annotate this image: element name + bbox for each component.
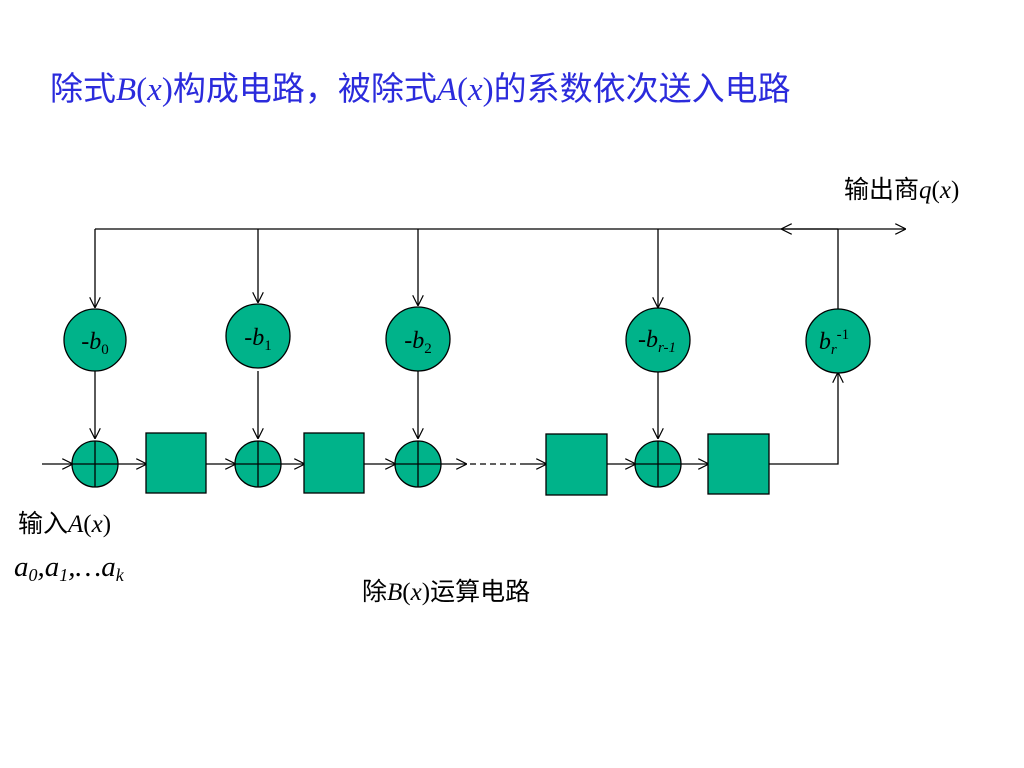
coeff-ak-sub: k [115,565,124,586]
output-label-var: x [939,177,951,204]
coefficient-sequence: a0,a1,…ak [14,551,124,586]
input-label-text: 输入 [18,511,69,538]
coeff-dots: ,… [68,551,102,583]
multiplier-b2 [385,306,451,372]
input-label-poly: A [68,511,84,538]
input-dividend-label: 输入A(x) [18,511,112,538]
title-text-2: 构成电路，被除式 [172,72,437,108]
title-text-3: 的系数依次送入电路 [493,72,791,108]
multiplier-br-inverse-label: br-1 [819,327,849,358]
coeff-ak: a [101,551,116,583]
output-label-poly: q [919,177,932,204]
multiplier-b2-label: -b2 [404,328,432,357]
multiplier-b0 [63,308,127,372]
coeff-a1-sub: 1 [59,565,69,586]
multiplier-b0-label: -b0 [81,329,109,358]
title-poly-b: B [116,72,137,108]
shift-register-0 [145,432,207,494]
title-var-x-2: x [468,72,483,108]
circuit-caption: 除B(x)运算电路 [362,579,531,606]
adder-3 [634,440,682,488]
coeff-a0: a [14,551,29,583]
coeff-a0-sub: 0 [28,565,38,586]
title-poly-a: A [436,72,457,108]
shift-register-3 [707,433,770,495]
shift-register-1 [303,432,365,494]
output-quotient-label: 输出商q(x) [844,177,960,204]
caption-text-1: 除 [362,579,388,606]
title-text-1: 除式 [50,72,116,108]
caption-poly: B [387,579,403,606]
multiplier-br1 [625,307,691,373]
slide-title: 除式B(x)构成电路，被除式A(x)的系数依次送入电路 [50,72,791,108]
multiplier-br-inverse [805,308,871,374]
input-label-var: x [91,511,103,538]
coeff-a1: a [44,551,60,583]
coeff-sep: , [37,551,45,583]
multiplier-b1-label: -b1 [244,325,272,354]
multiplier-br1-label: -br-1 [638,327,676,356]
caption-text-2: 运算电路 [430,579,531,606]
adder-0 [71,440,119,488]
last-reg-feedback [769,373,838,465]
adder-2 [394,440,442,488]
multiplier-b1 [225,303,291,369]
caption-var: x [410,579,422,606]
adder-1 [234,440,282,488]
shift-register-2 [545,433,608,496]
title-var-x: x [147,72,162,108]
output-label-text: 输出商 [844,177,920,204]
